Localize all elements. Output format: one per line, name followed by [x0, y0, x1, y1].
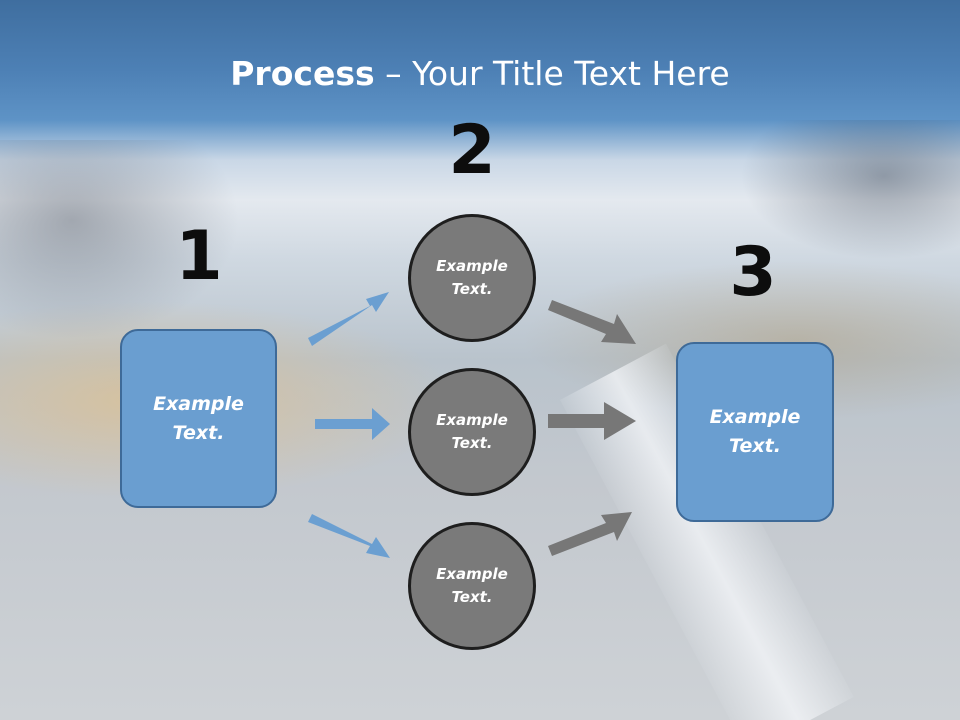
background-hand-shadow [0, 140, 240, 340]
circle-bottom: Example Text. [408, 522, 536, 650]
circle-top-text: Example Text. [436, 257, 508, 298]
step-number-1: 1 [175, 217, 223, 296]
right-box: Example Text. [676, 342, 834, 522]
right-box-text: Example Text. [709, 406, 801, 457]
step-number-2: 2 [448, 111, 496, 190]
title-bold: Process [230, 54, 375, 93]
gray-arrow-up [548, 512, 632, 556]
blue-arrow-down [308, 514, 390, 558]
gray-arrow-down [548, 300, 636, 344]
step-number-3: 3 [729, 233, 777, 312]
blue-arrow-middle [315, 408, 390, 440]
blue-arrow-up [308, 292, 389, 346]
slide-title: Process – Your Title Text Here [0, 52, 960, 96]
circle-middle-text: Example Text. [436, 411, 508, 452]
title-rest: – Your Title Text Here [374, 54, 730, 93]
background-handlebar-shadow [740, 120, 960, 260]
circle-top: Example Text. [408, 214, 536, 342]
left-box-text: Example Text. [153, 392, 244, 444]
gray-arrow-middle [548, 402, 636, 440]
left-box: Example Text. [120, 329, 277, 508]
circle-middle: Example Text. [408, 368, 536, 496]
circle-bottom-text: Example Text. [436, 565, 508, 606]
